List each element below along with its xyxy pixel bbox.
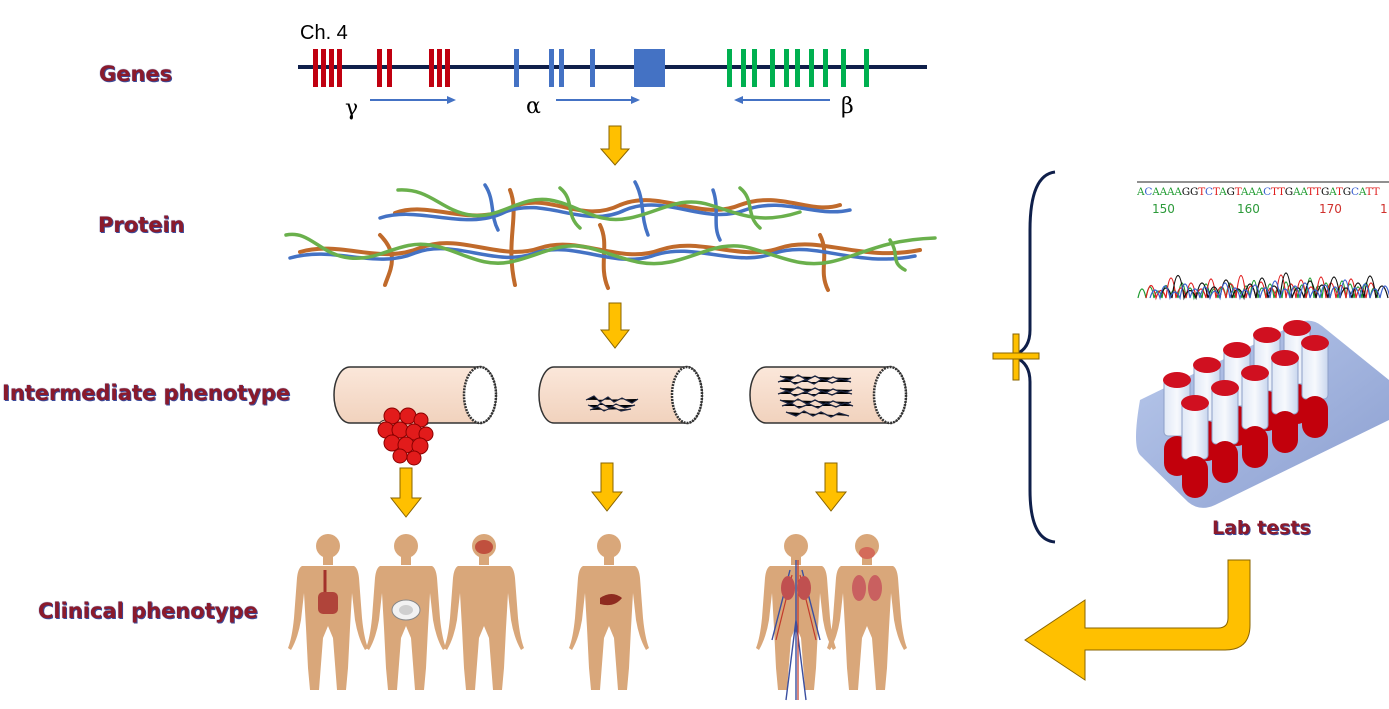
seq-pos-180: 1 bbox=[1380, 202, 1388, 216]
chromosome-label: Ch. 4 bbox=[300, 22, 348, 44]
dna-base: A bbox=[1300, 186, 1308, 198]
trace-c bbox=[1149, 279, 1389, 301]
alpha-gene-exons bbox=[514, 49, 665, 87]
sparse-fibrin bbox=[585, 395, 639, 412]
human-bodies bbox=[288, 534, 907, 690]
chromosome-4 bbox=[298, 49, 927, 104]
dna-base: C bbox=[1144, 186, 1153, 198]
fibrin-network bbox=[284, 180, 937, 292]
dna-base: A bbox=[1248, 186, 1256, 198]
dna-base: T bbox=[1277, 186, 1285, 198]
beta-gene-exons bbox=[727, 49, 869, 87]
dna-base: T bbox=[1234, 186, 1241, 198]
vessel-thin-fibrin bbox=[538, 365, 704, 425]
row-label-protein: Protein bbox=[98, 213, 185, 237]
dna-base: A bbox=[1255, 186, 1264, 198]
alpha-label: α bbox=[526, 94, 541, 119]
organ-overlays bbox=[318, 540, 882, 701]
blood-tube-rack bbox=[1136, 320, 1389, 508]
dna-base: T bbox=[1365, 186, 1373, 198]
dna-base: C bbox=[1351, 186, 1359, 198]
dna-base: A bbox=[1358, 186, 1366, 198]
dna-base: G bbox=[1190, 186, 1199, 198]
vials-front-row bbox=[1181, 335, 1329, 498]
dense-fibrin bbox=[777, 374, 854, 418]
row-label-intermediate: Intermediate phenotype bbox=[2, 381, 291, 405]
flow-arrows bbox=[389, 125, 848, 518]
arrow-dense-to-clinical bbox=[814, 462, 848, 512]
seq-pos-160: 160 bbox=[1237, 202, 1260, 216]
chromatogram bbox=[1137, 181, 1389, 301]
arrow-thin-to-clinical bbox=[590, 462, 624, 512]
dna-base: T bbox=[1307, 186, 1315, 198]
vessel-dense-fibrin bbox=[749, 365, 908, 425]
dna-base: A bbox=[1292, 186, 1301, 198]
arrow-clot-to-clinical bbox=[389, 467, 423, 518]
return-arrow bbox=[1024, 559, 1251, 681]
transcription-arrows bbox=[370, 96, 830, 104]
dna-base: C bbox=[1205, 186, 1213, 198]
seq-pos-150: 150 bbox=[1152, 202, 1175, 216]
dna-base: A bbox=[1240, 186, 1249, 198]
arrow-genes-to-protein bbox=[599, 125, 631, 166]
dna-base: T bbox=[1335, 186, 1343, 198]
lab-tests-label: Lab tests bbox=[1212, 517, 1311, 539]
dna-base: G bbox=[1320, 186, 1330, 198]
dna-base: A bbox=[1159, 186, 1168, 198]
dna-base: A bbox=[1152, 186, 1160, 198]
dna-sequence: ACAAAAGGTCTAGTAAACTTGAATTGATGCATT bbox=[1137, 186, 1389, 198]
beta-label: β bbox=[841, 94, 854, 119]
vessel-with-clot bbox=[333, 365, 498, 466]
plus-sign bbox=[992, 333, 1040, 381]
dna-base: C bbox=[1263, 186, 1271, 198]
dna-base: G bbox=[1181, 186, 1190, 198]
dna-base: T bbox=[1212, 186, 1220, 198]
dna-base: A bbox=[1329, 186, 1336, 198]
dna-base: G bbox=[1342, 186, 1351, 198]
dna-base: T bbox=[1372, 186, 1380, 198]
dna-base: T bbox=[1270, 186, 1278, 198]
red-blood-cell-clot bbox=[377, 407, 434, 466]
gamma-label: γ bbox=[345, 96, 359, 121]
trace-g bbox=[1159, 272, 1389, 301]
arrow-protein-to-intermediate bbox=[599, 302, 631, 349]
seq-pos-170: 170 bbox=[1319, 202, 1342, 216]
row-label-clinical: Clinical phenotype bbox=[38, 599, 258, 623]
dna-base: A bbox=[1174, 186, 1182, 198]
gamma-gene-exons bbox=[313, 49, 450, 87]
dna-base: G bbox=[1284, 186, 1293, 198]
row-label-genes: Genes bbox=[99, 62, 173, 86]
body-brain bbox=[444, 534, 524, 690]
dna-base: G bbox=[1226, 186, 1235, 198]
dna-base: T bbox=[1198, 186, 1206, 198]
dna-base: A bbox=[1137, 186, 1145, 198]
dna-base: T bbox=[1314, 186, 1321, 198]
dna-base: A bbox=[1219, 186, 1227, 198]
dna-base: A bbox=[1167, 186, 1175, 198]
body-liver bbox=[569, 534, 649, 690]
trace-a bbox=[1137, 277, 1379, 301]
